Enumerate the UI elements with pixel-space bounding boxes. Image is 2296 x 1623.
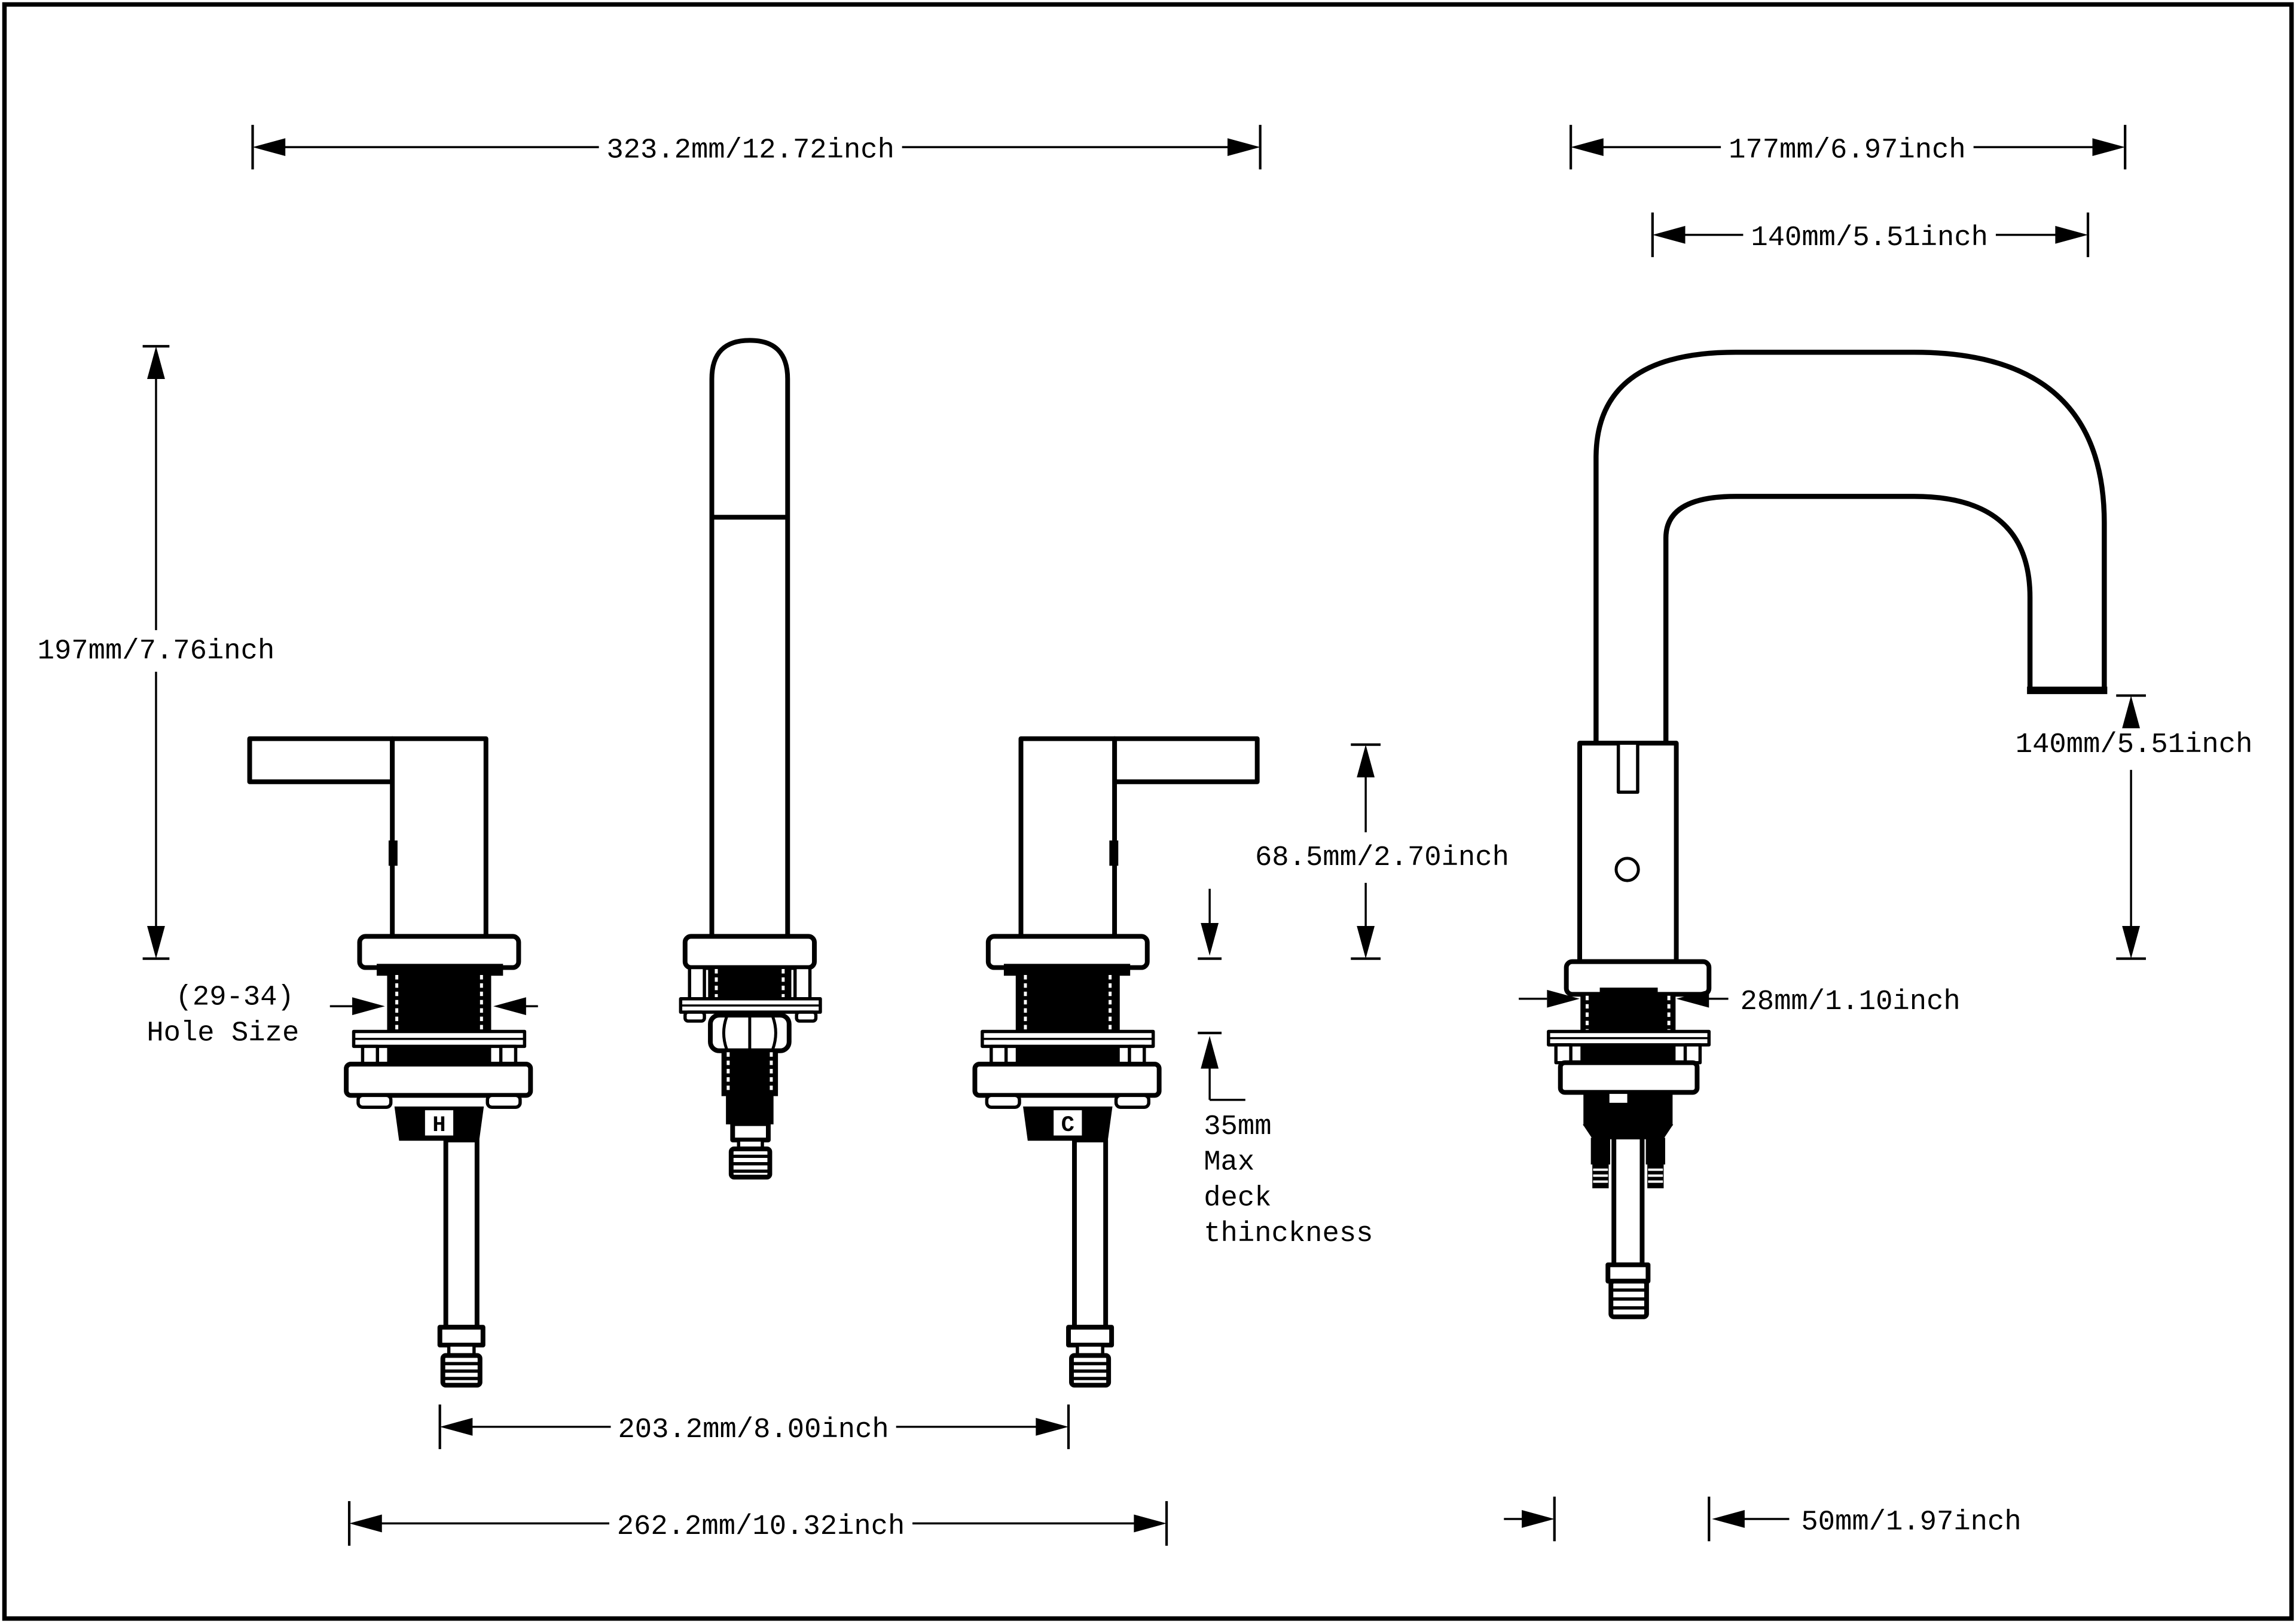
spout-outer-profile <box>1593 350 2107 749</box>
spout-front <box>679 338 822 1180</box>
side-supply-tube <box>1611 1135 1645 1267</box>
arrow-down-icon <box>1201 922 1219 956</box>
cold-mounting-nut <box>972 1062 1162 1098</box>
cold-label-plate <box>1054 1110 1082 1136</box>
hot-label-plate <box>425 1110 454 1136</box>
cold-label: C <box>1061 1113 1074 1138</box>
arrow-up-icon <box>2122 695 2141 729</box>
dim-spout-reach-label: 140mm/5.51inch <box>1751 222 1988 254</box>
dim-base-width-label: 262.2mm/10.32inch <box>617 1511 905 1543</box>
dim-deck-thickness: 35mm Max deck thinckness <box>1198 888 1373 1250</box>
arrow-up-icon <box>147 346 165 379</box>
arrow-left-icon <box>252 138 286 157</box>
dim-handle-height: 68.5mm/2.70inch <box>1255 743 1509 960</box>
dim-shank-diameter: 28mm/1.10inch <box>1519 986 1961 1018</box>
side-body-hole <box>1614 857 1640 882</box>
cold-handle-notch <box>1109 840 1119 866</box>
side-valve-body <box>1583 1092 1673 1126</box>
arrow-down-icon <box>147 925 165 959</box>
arrow-left-icon <box>439 1417 473 1436</box>
dim-base-diameter-label: 50mm/1.97inch <box>1801 1506 2021 1538</box>
dim-hole-size-value: (29-34) <box>176 982 294 1014</box>
arrow-right-icon <box>1134 1514 1167 1533</box>
dim-overall-width-label: 323.2mm/12.72inch <box>606 135 894 167</box>
cold-handle-body <box>1018 736 1118 940</box>
dim-deck-line4: thinckness <box>1204 1218 1373 1250</box>
hot-mounting-nut <box>344 1062 533 1098</box>
arrow-right-icon <box>1036 1417 1069 1436</box>
dim-spout-reach-overall: 177mm/6.97inch <box>1569 124 2127 170</box>
arrow-down-icon <box>2122 925 2141 959</box>
dim-deck-line3: deck <box>1204 1182 1271 1214</box>
arrow-right-icon <box>352 997 385 1016</box>
arrow-down-icon <box>1357 925 1375 959</box>
arrow-left-icon <box>1712 1510 1745 1528</box>
arrow-up-icon <box>1357 744 1375 778</box>
hot-handle-front: H <box>247 736 533 1388</box>
dim-handle-spacing: 203.2mm/8.00inch <box>438 1404 1070 1450</box>
dim-base-diameter: 50mm/1.97inch <box>1504 1496 2022 1542</box>
cold-threaded-shank <box>1015 971 1120 1032</box>
side-body-slot <box>1616 741 1639 794</box>
spout-threaded-shank <box>708 967 792 1000</box>
hot-escutcheon <box>357 934 521 970</box>
hot-supply-tube <box>443 1137 480 1330</box>
spout-side <box>1547 350 2108 1319</box>
cold-handle-front: C <box>972 736 1260 1388</box>
cold-escutcheon <box>985 934 1150 970</box>
dim-handle-spacing-label: 203.2mm/8.00inch <box>618 1414 889 1446</box>
arrow-right-icon <box>1227 138 1260 157</box>
dim-spout-reach: 140mm/5.51inch <box>1651 212 2090 258</box>
hot-handle-notch <box>388 840 398 866</box>
spout-inner-profile <box>1663 494 2033 749</box>
arrow-left-icon <box>349 1514 382 1533</box>
arrow-left-icon <box>1652 225 1686 244</box>
hot-handle-body <box>390 736 488 940</box>
dim-handle-height-label: 68.5mm/2.70inch <box>1255 842 1509 874</box>
side-threaded-shank <box>1580 994 1676 1032</box>
dim-spout-height: 140mm/5.51inch <box>2016 694 2253 960</box>
spout-column <box>709 338 790 942</box>
dim-deck-line1: 35mm <box>1204 1111 1271 1143</box>
dim-overall-width: 323.2mm/12.72inch <box>251 124 1262 170</box>
arrow-left-icon <box>1571 138 1604 157</box>
dim-hole-size: (29-34) Hole Size <box>146 982 538 1049</box>
dim-hole-size-caption: Hole Size <box>146 1017 299 1049</box>
arrow-right-icon <box>2092 138 2126 157</box>
hot-label: H <box>432 1113 445 1138</box>
arrow-right-icon <box>2055 225 2089 244</box>
spout-flange <box>682 934 817 970</box>
arrow-right-icon <box>1547 989 1580 1008</box>
cold-supply-tube <box>1071 1137 1109 1330</box>
cold-lever <box>1112 736 1260 784</box>
dim-spout-reach-overall-label: 177mm/6.97inch <box>1729 135 1966 167</box>
dim-shank-diameter-label: 28mm/1.10inch <box>1740 986 1960 1018</box>
dim-overall-height-label: 197mm/7.76inch <box>38 635 275 667</box>
spout-threaded-rod <box>721 1050 778 1096</box>
hot-lever <box>247 736 395 784</box>
dim-spout-height-label: 140mm/5.51inch <box>2016 729 2253 761</box>
arrow-left-icon <box>1676 989 1709 1008</box>
arrow-up-icon <box>1201 1035 1219 1069</box>
arrow-left-icon <box>493 997 526 1016</box>
hot-threaded-shank <box>387 971 491 1032</box>
side-mounting-nut <box>1558 1060 1700 1095</box>
dim-base-width: 262.2mm/10.32inch <box>347 1501 1168 1546</box>
arrow-right-icon <box>1522 1510 1555 1528</box>
dim-deck-line2: Max <box>1204 1147 1254 1179</box>
dim-overall-height: 197mm/7.76inch <box>38 345 275 960</box>
